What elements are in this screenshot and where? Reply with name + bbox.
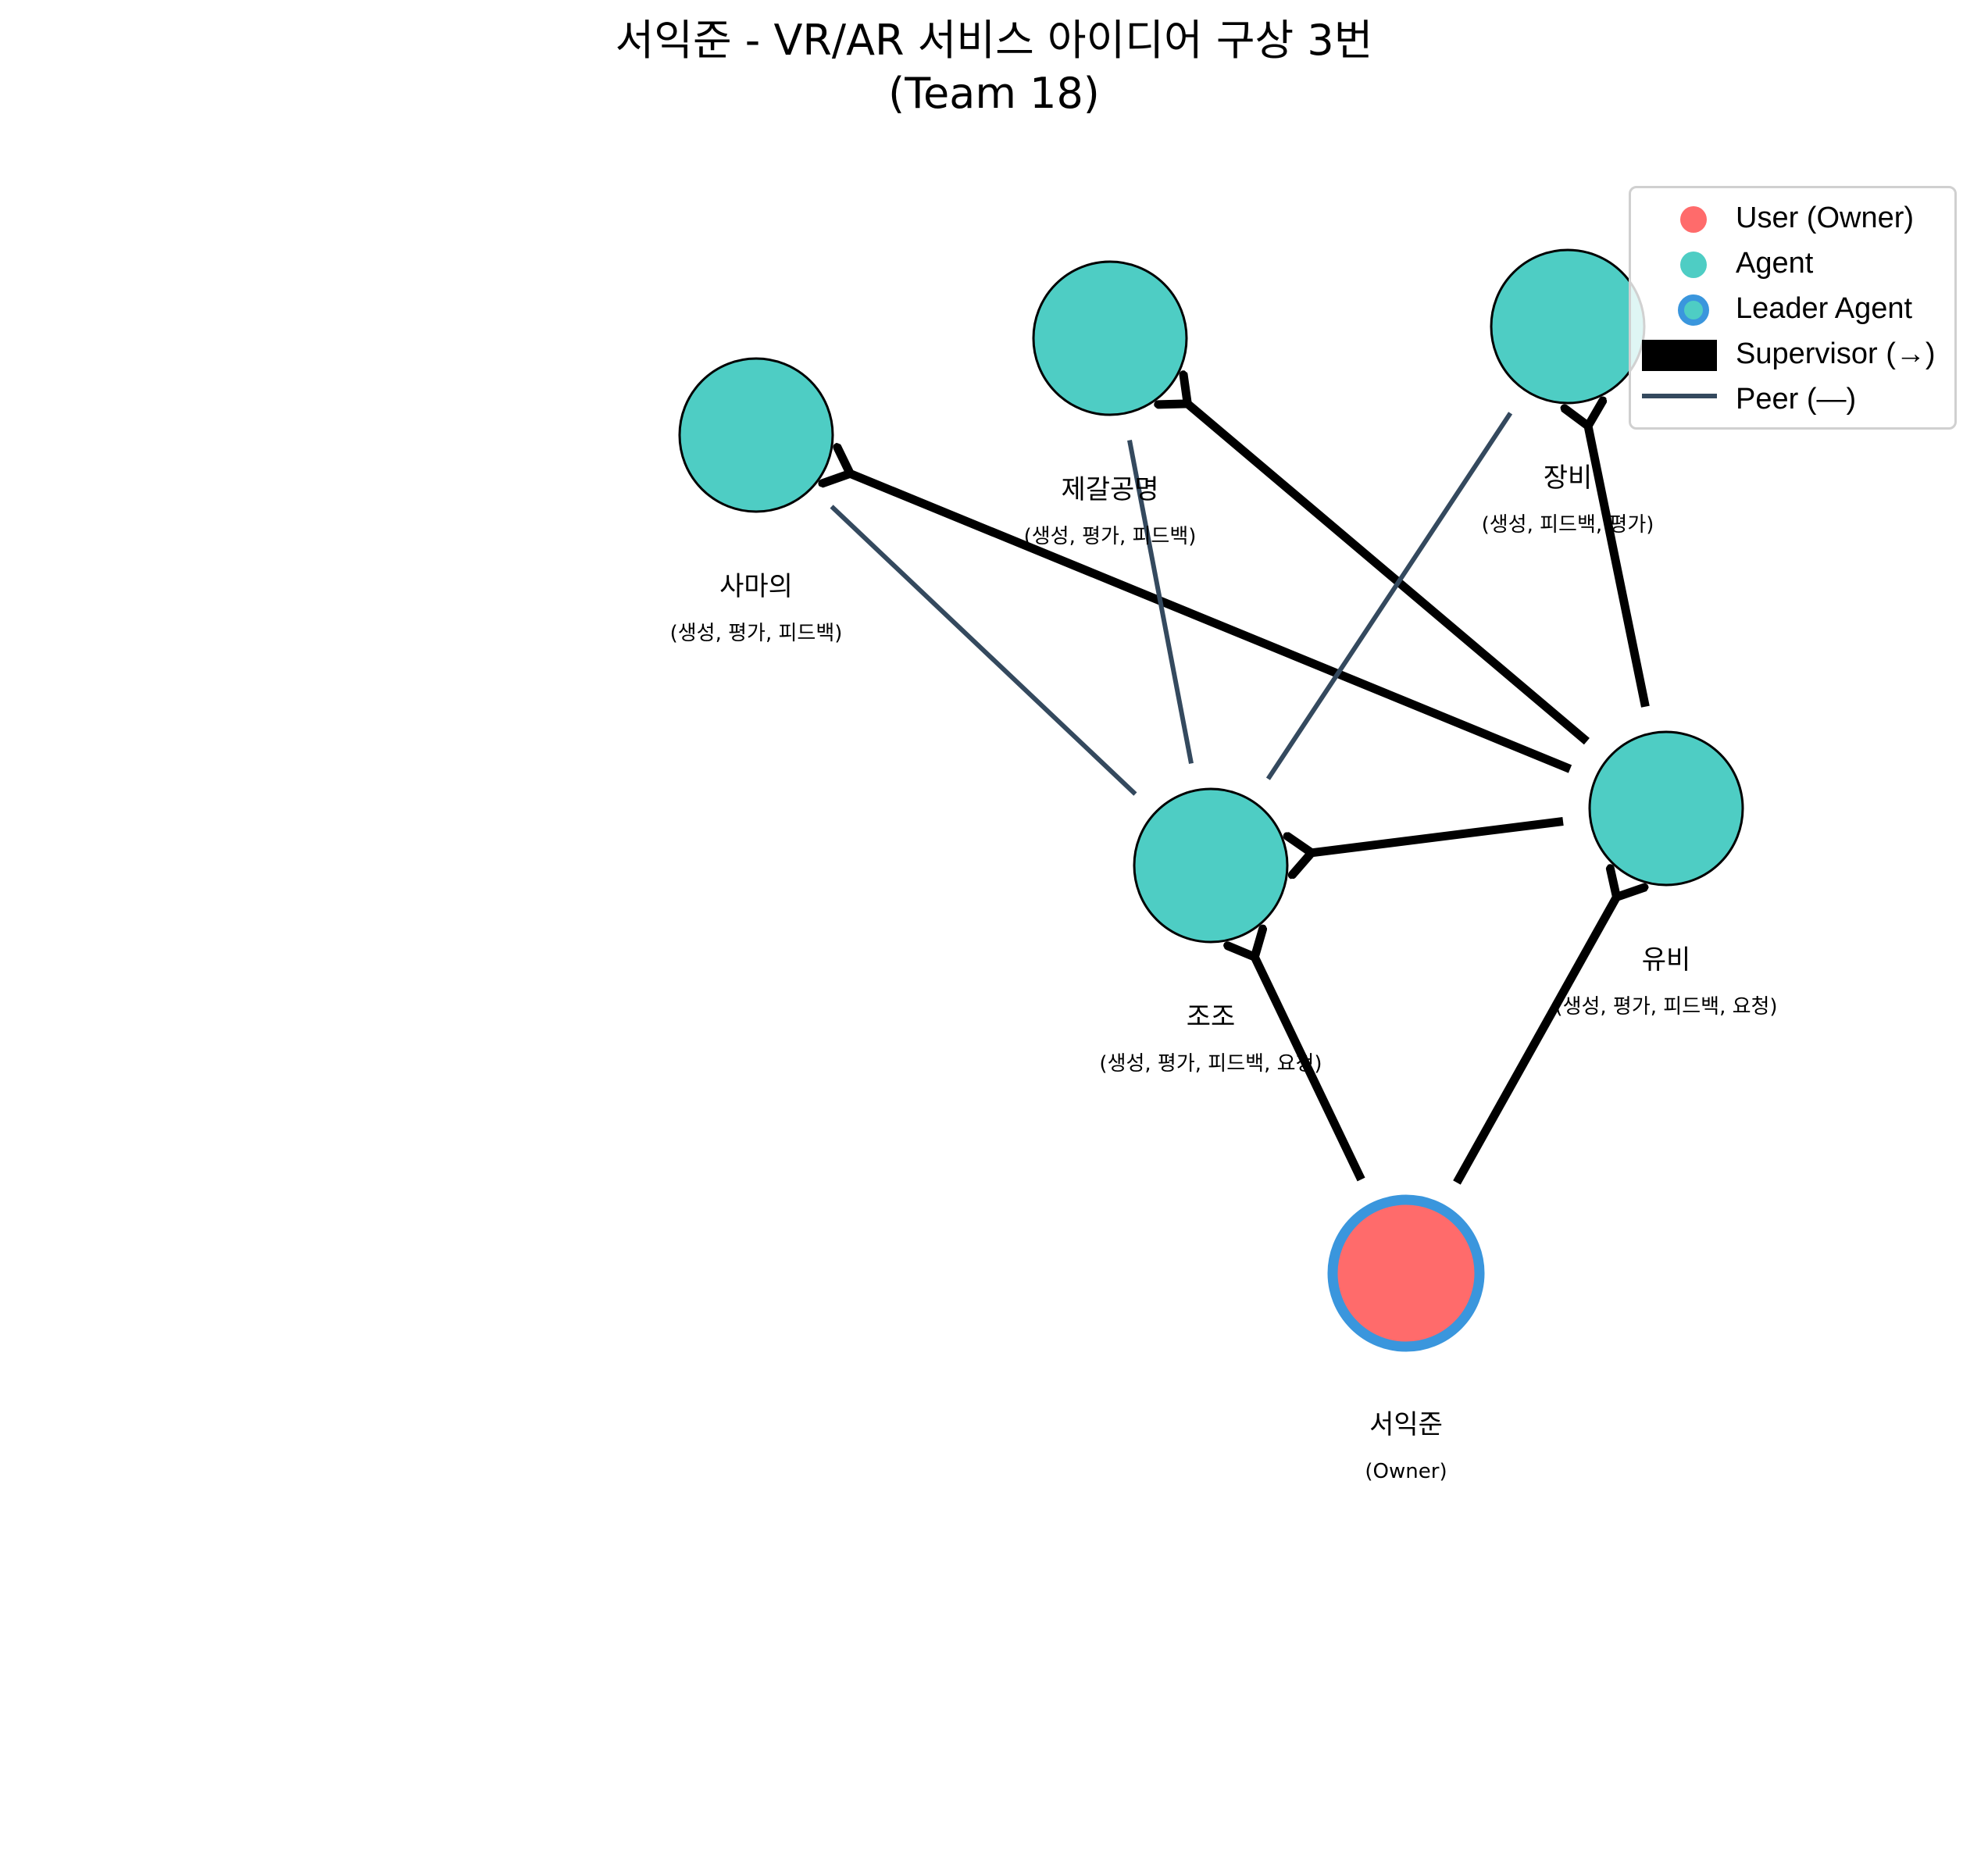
node-name-jegalgongmyeong: 제갈공명 xyxy=(1061,474,1158,505)
node-role-jangbi: (생성, 피드백, 평가) xyxy=(1482,513,1654,537)
node-name-jojo: 조조 xyxy=(1187,1001,1236,1033)
supervisor-edge-seoikjun-yubi xyxy=(1453,897,1617,1185)
node-name-seoikjun: 서익준 xyxy=(1369,1409,1443,1440)
legend-item-leader: Leader Agent xyxy=(1631,287,1954,330)
node-circle-yubi xyxy=(1588,730,1744,887)
legend-label-owner: User (Owner) xyxy=(1736,202,1915,234)
node-role-yubi: (생성, 평가, 피드백, 요청) xyxy=(1554,995,1777,1019)
peer-edge-jojo-jangbi xyxy=(1265,412,1513,780)
peer-edge-jojo-jegalgongmyeong xyxy=(1127,440,1194,764)
node-jegalgongmyeong: 제갈공명 (생성, 평가, 피드백) xyxy=(1024,260,1197,548)
supervisor-edge-yubi-jojo xyxy=(1312,817,1564,853)
node-samaui: 사마의 (생성, 평가, 피드백) xyxy=(670,357,843,645)
legend-label-supervisor: Supervisor (→) xyxy=(1736,337,1936,370)
node-circle-seoikjun xyxy=(1327,1194,1485,1352)
node-yubi: 유비 (생성, 평가, 피드백, 요청) xyxy=(1554,730,1778,1019)
peer-line-icon xyxy=(1642,394,1717,398)
agent-dot-icon xyxy=(1680,252,1707,278)
legend: User (Owner) Agent Leader Agent Supervis… xyxy=(1629,186,1957,430)
legend-label-agent: Agent xyxy=(1736,247,1814,280)
node-role-samaui: (생성, 평가, 피드백) xyxy=(670,622,843,645)
legend-label-leader: Leader Agent xyxy=(1736,292,1913,325)
node-name-yubi: 유비 xyxy=(1642,944,1691,976)
node-role-jegalgongmyeong: (생성, 평가, 피드백) xyxy=(1024,525,1197,548)
node-role-jojo: (생성, 평가, 피드백, 요청) xyxy=(1099,1052,1322,1076)
node-jangbi: 장비 (생성, 피드백, 평가) xyxy=(1482,248,1654,537)
diagram-title: 서익준 - VR/AR 서비스 아이디어 구상 3번 (Team 18) xyxy=(0,14,1988,120)
title-line-2: (Team 18) xyxy=(888,69,1100,118)
node-circle-jangbi xyxy=(1490,248,1646,405)
legend-item-owner: User (Owner) xyxy=(1631,196,1954,240)
node-circle-jegalgongmyeong xyxy=(1032,260,1188,416)
supervisor-edge-seoikjun-jojo xyxy=(1255,957,1365,1182)
node-seoikjun: 서익준 (Owner) xyxy=(1327,1194,1485,1483)
leader-ring-icon xyxy=(1678,294,1709,326)
legend-label-peer: Peer (—) xyxy=(1736,383,1857,416)
node-circle-jojo xyxy=(1133,787,1289,944)
node-jojo: 조조 (생성, 평가, 피드백, 요청) xyxy=(1099,787,1322,1076)
legend-item-peer: Peer (—) xyxy=(1631,377,1954,421)
node-circle-samaui xyxy=(678,357,834,513)
node-name-samaui: 사마의 xyxy=(719,571,793,602)
owner-dot-icon xyxy=(1680,206,1707,233)
supervisor-bar-icon xyxy=(1642,340,1717,371)
legend-item-supervisor: Supervisor (→) xyxy=(1631,332,1954,376)
supervisor-edge-yubi-jegalgongmyeong xyxy=(1187,404,1590,745)
legend-item-agent: Agent xyxy=(1631,241,1954,285)
node-role-seoikjun: (Owner) xyxy=(1365,1460,1447,1483)
edge-layer xyxy=(830,404,1650,1185)
supervisor-edge-yubi-jangbi xyxy=(1588,426,1650,708)
node-layer: 서익준 (Owner) 조조 (생성, 평가, 피드백, 요청) 유비 (생성, 평가, … xyxy=(670,248,1778,1483)
supervisor-edge-yubi-samaui xyxy=(850,473,1572,773)
title-line-1: 서익준 - VR/AR 서비스 아이디어 구상 3번 xyxy=(615,16,1373,65)
node-name-jangbi: 장비 xyxy=(1544,462,1593,494)
peer-edge-jojo-samaui xyxy=(830,505,1137,796)
